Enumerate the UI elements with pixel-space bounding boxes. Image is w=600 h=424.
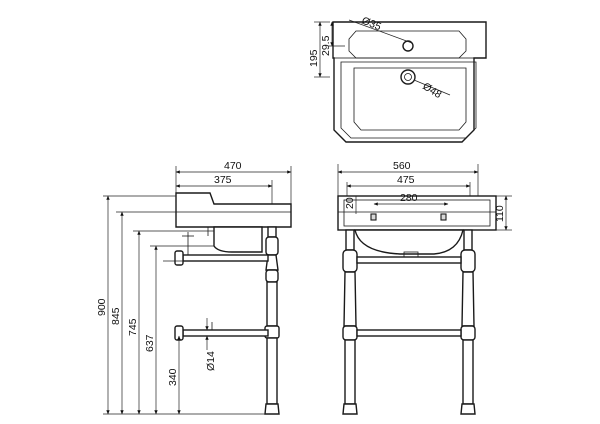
tap-deck: [348, 30, 467, 59]
bowl-floor-top: [353, 67, 467, 131]
bowl-bottom-height-label: 745: [127, 318, 139, 336]
lower-rail-front: [356, 329, 462, 337]
overall-depth-label: 470: [224, 160, 242, 172]
front-view: 560 475 280 20 110: [337, 160, 512, 415]
bowl-inner-top: [340, 61, 477, 139]
overall-height-label: 900: [96, 298, 108, 316]
upper-rail-side: [174, 232, 269, 266]
front-left-leg: [342, 229, 358, 415]
basin-body-front: [337, 195, 497, 231]
lower-rail-side: [174, 322, 269, 341]
bowl-width-label: 475: [397, 174, 415, 186]
depth-to-tap-hole-label: 195: [308, 49, 320, 67]
upper-rail-height-label: 637: [144, 334, 156, 352]
waste-outlet-outer: [400, 69, 416, 85]
lower-rail-height-label: 340: [167, 368, 179, 386]
basin-bowl-front: [354, 229, 464, 255]
tap-hole-front: [370, 213, 377, 221]
basin-body-side: [175, 192, 292, 228]
bowl-depth-label: 375: [214, 174, 232, 186]
tap-hole-offset-label: 29.5: [320, 35, 332, 56]
leg-spacing-label: 280: [400, 192, 418, 204]
waste-outlet-inner: [404, 73, 412, 81]
basin-bowl-side: [213, 226, 263, 253]
front-right-leg: [460, 229, 476, 415]
upper-rail-front: [356, 256, 462, 264]
overall-width-label: 560: [393, 160, 411, 172]
tap-hole-front-right: [440, 213, 447, 221]
rail-diameter-label: Ø14: [205, 351, 217, 371]
top-view: Ø35 Ø48 195 29.5: [308, 15, 487, 143]
edge-offset-label: 20: [344, 197, 356, 209]
rim-height-label: 845: [110, 307, 122, 325]
tap-hole: [402, 40, 414, 52]
side-leg: [264, 226, 280, 415]
rim-thickness-label: 110: [494, 205, 506, 222]
side-view: 470 375: [96, 160, 292, 415]
